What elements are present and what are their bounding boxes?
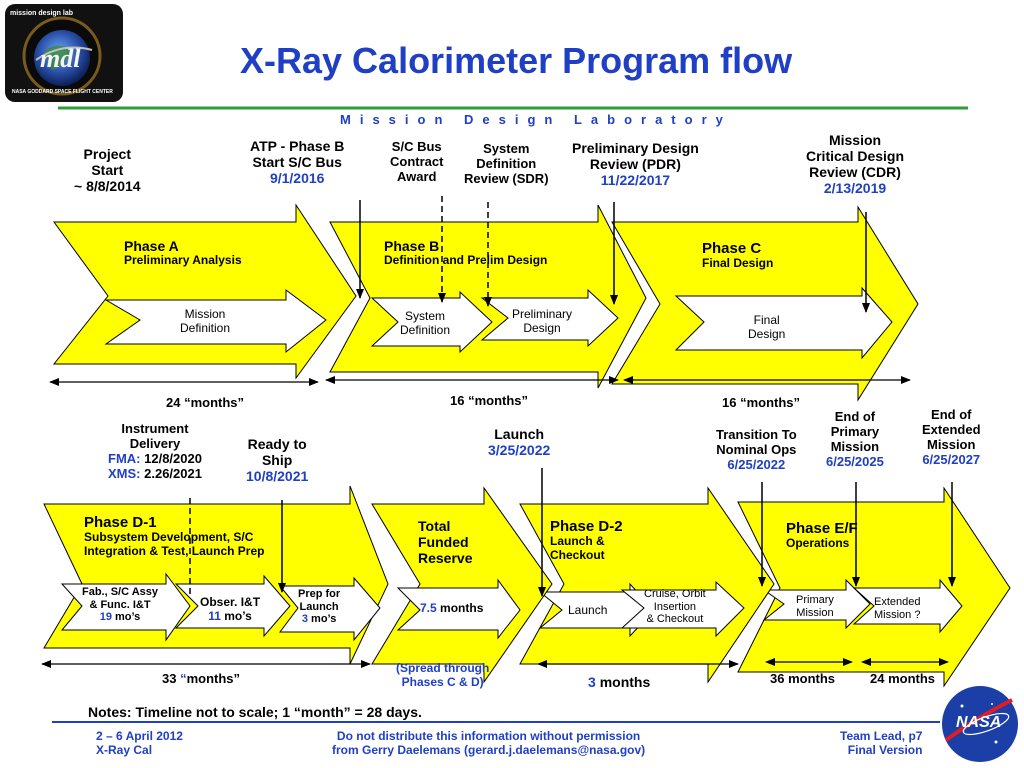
duration-extended-label: 24 months: [870, 671, 936, 686]
milestone-sc-bus: S/C Bus Contract Award: [390, 139, 444, 184]
phase-d1-label: Phase D-1 Subsystem Development, S/C Int…: [84, 514, 265, 559]
logo-sub-text: NASA GODDARD SPACE FLIGHT CENTER: [12, 89, 113, 95]
reserve-note: (Spread through Phases C & D): [396, 661, 490, 689]
duration-b-label: 16 “months”: [450, 393, 529, 408]
footer-left: 2 – 6 April 2012 X-Ray Cal: [96, 729, 183, 757]
milestone-cdr: Mission Critical Design Review (CDR) 2/1…: [806, 132, 905, 197]
milestone-atp: ATP - Phase B Start S/C Bus 9/1/2016: [250, 138, 345, 187]
nasa-logo: [942, 686, 1018, 762]
phase-d2-inner1-label: Launch: [568, 603, 608, 617]
phase-c-arrow: [611, 205, 919, 402]
milestone-project-start: Project Start ~ 8/8/2014: [74, 146, 141, 195]
phase-d1-inner3-label: Prep for Launch 3 mo’s: [298, 588, 341, 626]
logo-text: mdl: [40, 44, 81, 73]
phase-c-inner-label: Final Design: [748, 313, 786, 341]
duration-primary-label: 36 months: [770, 671, 836, 686]
mdl-logo: [5, 4, 123, 102]
milestone-launch: Launch 3/25/2022: [488, 426, 551, 459]
reserve-label: Total Funded Reserve: [418, 518, 473, 567]
milestone-ready: Ready to Ship 10/8/2021: [246, 436, 309, 485]
phase-d2-label: Phase D-2 Launch & Checkout: [550, 518, 623, 563]
footer-right: Team Lead, p7 Final Version: [840, 729, 923, 757]
reserve-arrow: [371, 486, 553, 684]
phase-d1-inner2-label: Obser. I&T 11 mo’s: [200, 595, 261, 623]
notes: Notes: Timeline not to scale; 1 “month” …: [88, 704, 422, 720]
page-subtitle: Mission Design Laboratory: [340, 112, 732, 127]
milestone-transition: Transition To Nominal Ops 6/25/2022: [716, 427, 797, 472]
milestone-pdr: Preliminary Design Review (PDR) 11/22/20…: [572, 140, 699, 189]
phase-b-inner2-label: Preliminary Design: [512, 307, 573, 335]
phase-c-label: Phase C Final Design: [702, 240, 774, 271]
page-title: X-Ray Calorimeter Program flow: [240, 40, 793, 81]
logo-ring-text: mission design lab: [10, 10, 74, 17]
phase-b-inner1-label: System Definition: [400, 309, 451, 337]
milestone-end-primary: End of Primary Mission 6/25/2025: [826, 409, 884, 469]
duration-c-label: 16 “months”: [722, 395, 801, 410]
phase-ef-inner1-label: Primary Mission: [796, 594, 834, 619]
reserve-inner-label: 7.5 months: [420, 601, 484, 615]
phase-a-arrow: [52, 203, 357, 380]
phase-d1-inner1-label: Fab., S/C Assy & Func. I&T 19 mo’s: [82, 586, 159, 624]
phase-b-label: Phase B Definition and Prelim Design: [384, 238, 548, 268]
milestone-end-extended: End of Extended Mission 6/25/2027: [922, 407, 981, 467]
phase-ef-arrow: [737, 486, 1011, 688]
milestone-instrument: Instrument Delivery FMA: 12/8/2020 XMS: …: [108, 421, 202, 481]
duration-a-label: 24 “months”: [166, 395, 245, 410]
phase-a-inner-label: Mission Definition: [180, 307, 231, 335]
milestone-sdr: System Definition Review (SDR): [464, 141, 549, 186]
phase-d2-arrow: [519, 486, 775, 684]
phase-ef-label: Phase E/F Operations: [786, 520, 858, 551]
nasa-logo-text: NASA: [956, 714, 1002, 731]
duration-d2-label: 3 months: [588, 674, 651, 690]
footer-center: Do not distribute this information witho…: [332, 729, 646, 757]
duration-d1-label: 33 “months”: [162, 671, 241, 686]
phase-d2-inner2-label: Cruise, Orbit Insertion & Checkout: [644, 588, 706, 626]
phase-d1-arrow: [43, 485, 389, 665]
phase-ef-inner2-label: Extended Mission ?: [874, 596, 921, 621]
phase-a-label: Phase A Preliminary Analysis: [124, 238, 242, 268]
